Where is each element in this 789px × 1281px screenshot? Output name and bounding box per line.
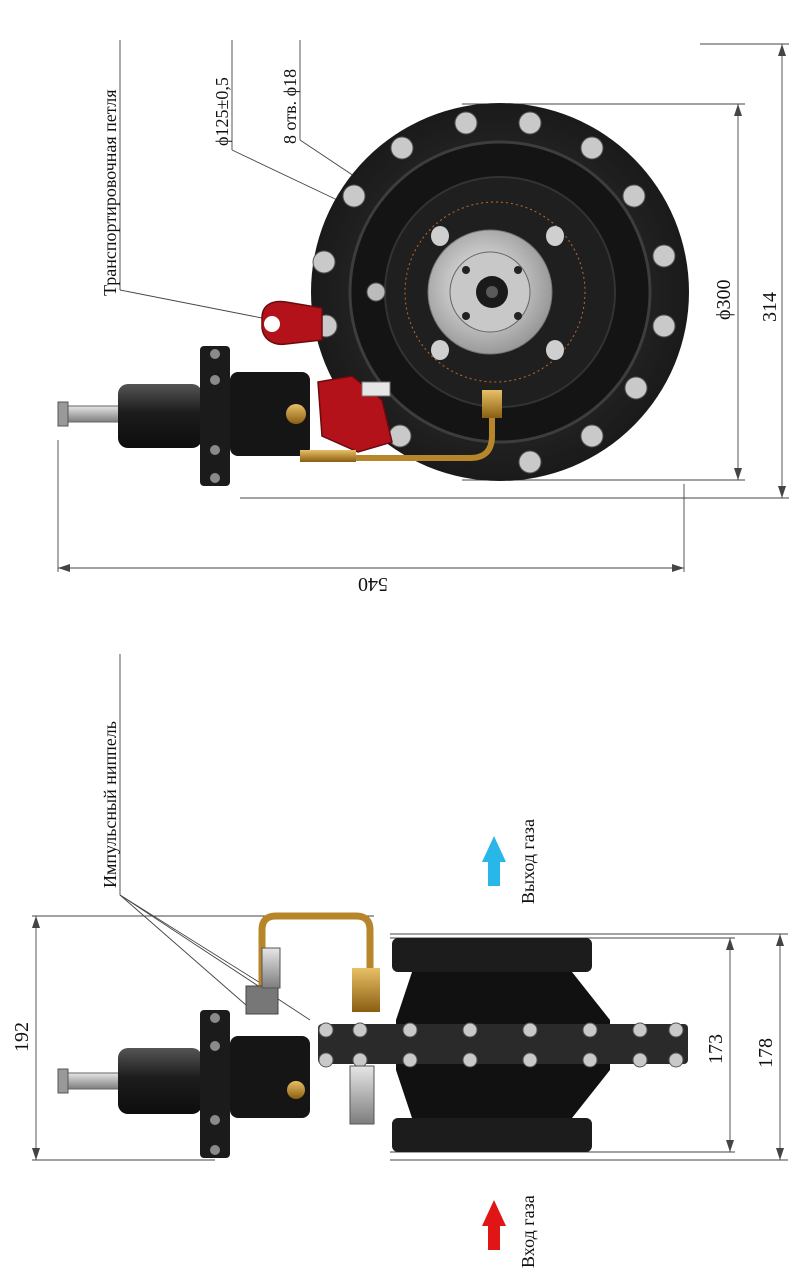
label-dim-540: 540 xyxy=(358,573,388,595)
side-view xyxy=(32,654,788,1250)
label-dia-125: ϕ125±0,5 xyxy=(212,77,232,146)
diaphragm-flange xyxy=(200,346,230,486)
impulse-tube-side xyxy=(258,912,374,1000)
impulse-tube-top xyxy=(356,404,495,461)
top-view xyxy=(57,40,789,572)
label-transport-loop: Транспортировочная петля xyxy=(100,90,120,296)
dim-arrows-top xyxy=(58,44,786,572)
label-dia-300: ϕ300 xyxy=(713,279,735,320)
label-gas-out: Выход газа xyxy=(518,819,538,904)
valve-body-pilot-side xyxy=(230,1036,310,1118)
label-gas-in: Вход газа xyxy=(518,1195,538,1268)
label-dim-178: 178 xyxy=(755,1038,777,1068)
label-dim-192: 192 xyxy=(11,1022,33,1052)
transport-loop xyxy=(261,300,323,346)
spring-housing xyxy=(118,384,202,448)
dim-arrows-side xyxy=(32,916,784,1160)
valve-body xyxy=(230,372,310,456)
inlet-flange-side xyxy=(392,1118,592,1152)
diaphragm-flange-side xyxy=(200,1010,230,1158)
cover-bolts xyxy=(318,1022,684,1068)
label-dim-314: 314 xyxy=(759,292,781,322)
flange-bolts xyxy=(312,111,676,474)
gas-in-arrow-icon xyxy=(482,1200,506,1250)
label-holes: 8 отв. ϕ18 xyxy=(280,69,300,144)
outlet-flange-side xyxy=(392,938,592,972)
label-dim-173: 173 xyxy=(705,1034,727,1064)
labels: Транспортировочная петля ϕ125±0,5 8 отв.… xyxy=(11,69,781,1268)
label-impulse-nipple: Импульсный ниппель xyxy=(100,721,120,888)
spring-housing-side xyxy=(118,1048,202,1114)
gas-out-arrow-icon xyxy=(482,836,506,886)
